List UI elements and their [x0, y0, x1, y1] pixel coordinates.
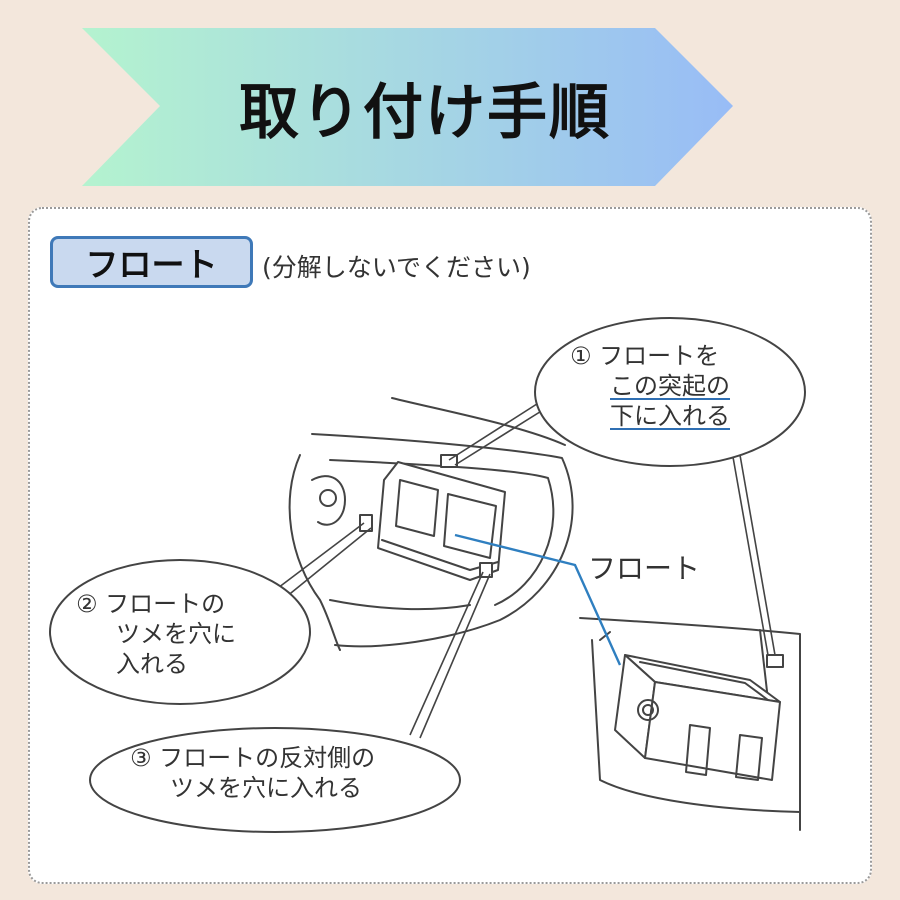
leader-top-protrusion-b — [454, 409, 544, 466]
float-inner-window-left — [395, 479, 439, 537]
callout-3-line-2: ツメを穴に入れる — [170, 774, 362, 802]
leader-inset-protrusion-b — [732, 456, 769, 656]
callout-1-number: ① — [570, 342, 592, 370]
title-banner — [82, 28, 733, 186]
callout-1-text: ① フロートを この突起の 下に入れる — [570, 341, 730, 431]
callout-3-text: ③ フロートの反対側の ツメを穴に入れる — [130, 743, 375, 803]
callout-1-line-2: この突起の — [610, 372, 730, 400]
page-title: 取り付け手順 — [239, 77, 611, 148]
leader-top-protrusion-a — [448, 401, 541, 461]
housing-inner-curve — [329, 459, 555, 606]
callout-3-line-1: フロートの反対側の — [159, 744, 376, 772]
inset-protrusion — [766, 654, 784, 668]
callout-2-text: ② フロートの ツメを穴に 入れる — [76, 589, 236, 679]
housing-left-bowl — [288, 454, 341, 651]
callout-bubble-2 — [49, 559, 311, 705]
inset-float-hole-inner — [642, 704, 654, 716]
left-claw — [359, 514, 373, 532]
inset-float-slot-2 — [735, 734, 763, 781]
inset-housing-wall — [599, 629, 769, 701]
leader-inset-protrusion-a — [739, 454, 776, 656]
callout-1-line-3: 下に入れる — [610, 402, 730, 430]
part-name-badge: フロート — [50, 236, 253, 288]
callout-bubble-1 — [534, 317, 806, 467]
inset-float-inner-rim — [639, 661, 769, 701]
callout-3-number: ③ — [130, 744, 152, 772]
banner-arrow-shape — [82, 28, 733, 186]
housing-top-edge — [391, 397, 566, 446]
leader-right-claw-b — [419, 573, 491, 739]
callout-2-line-3: 入れる — [116, 650, 188, 678]
callout-2-line-1: フロートの — [105, 590, 226, 618]
inset-housing-outline — [579, 617, 801, 831]
housing-knob-ring — [319, 489, 337, 507]
callout-2-line-2: ツメを穴に — [116, 620, 236, 648]
housing-knob — [311, 475, 346, 526]
leader-right-claw-a — [409, 571, 484, 736]
float-pointer-line — [454, 533, 622, 666]
inset-float-slot-1 — [685, 724, 711, 776]
inset-float-side — [644, 681, 781, 781]
float-pointer-label: フロート — [588, 552, 701, 585]
callout-2-number: ② — [76, 590, 98, 618]
float-inner-window-right — [443, 493, 497, 559]
callout-bubbles — [49, 317, 806, 833]
inset-float-hole — [637, 699, 659, 721]
callout-1-line-1: フロートを — [599, 342, 720, 370]
part-note: (分解しないでください) — [262, 253, 531, 282]
housing-lower-lip — [329, 599, 471, 611]
housing-outer-curve — [311, 433, 574, 648]
callout-bubble-3 — [89, 727, 461, 833]
